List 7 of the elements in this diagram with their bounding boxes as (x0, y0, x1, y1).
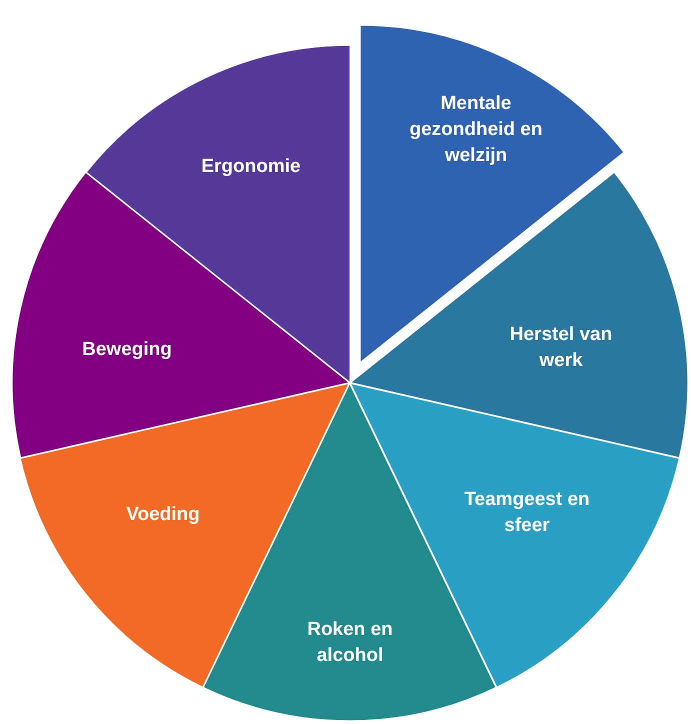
slice-label: Voeding (125, 503, 201, 527)
slice-label: Roken en alcohol (306, 618, 394, 668)
slice-label: Herstel van werk (508, 322, 614, 373)
slice-label: Beweging (81, 338, 173, 362)
slice-label: Teamgeest en sfeer (463, 488, 591, 538)
slice-label: Mentale gezondheid en welzijn (408, 92, 544, 168)
slice-label: Ergonomie (200, 155, 302, 179)
